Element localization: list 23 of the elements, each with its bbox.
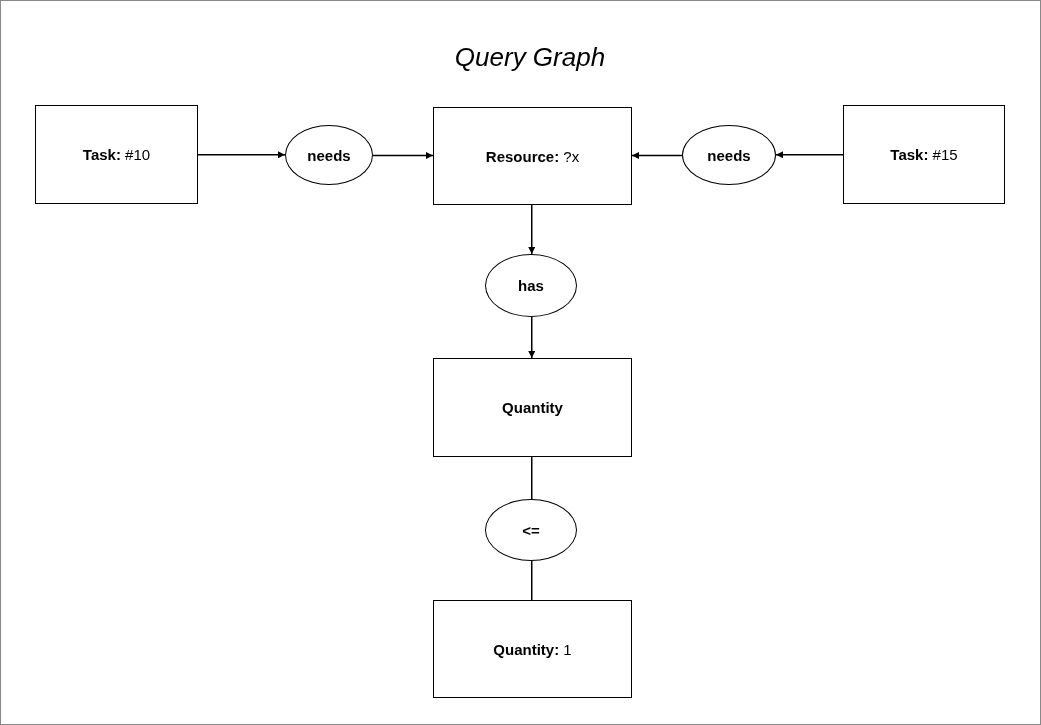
arrow bbox=[197, 151, 286, 159]
relation-label: <= bbox=[522, 521, 540, 539]
relation-label: needs bbox=[707, 146, 751, 164]
concept-box bbox=[35, 105, 198, 204]
arrow bbox=[631, 152, 683, 159]
concept-box bbox=[433, 358, 632, 457]
connector-line bbox=[531, 560, 533, 601]
concept-label: Task: #15 bbox=[890, 146, 958, 163]
concept-box bbox=[843, 105, 1005, 204]
relation-label: has bbox=[518, 277, 544, 294]
concept-label: Resource: ?x bbox=[485, 147, 580, 165]
concept-box bbox=[433, 600, 632, 698]
relation-label: needs bbox=[307, 146, 351, 164]
connector-line bbox=[531, 456, 533, 500]
diagram-title: Query Graph bbox=[453, 42, 607, 73]
concept-label: Quantity bbox=[502, 399, 563, 416]
arrow bbox=[775, 151, 844, 159]
concept-label: Task: #10 bbox=[82, 146, 151, 163]
arrow bbox=[528, 204, 536, 255]
arrow bbox=[372, 152, 434, 159]
arrow bbox=[528, 316, 536, 359]
concept-label: Quantity: 1 bbox=[493, 640, 572, 658]
concept-box bbox=[433, 107, 632, 205]
